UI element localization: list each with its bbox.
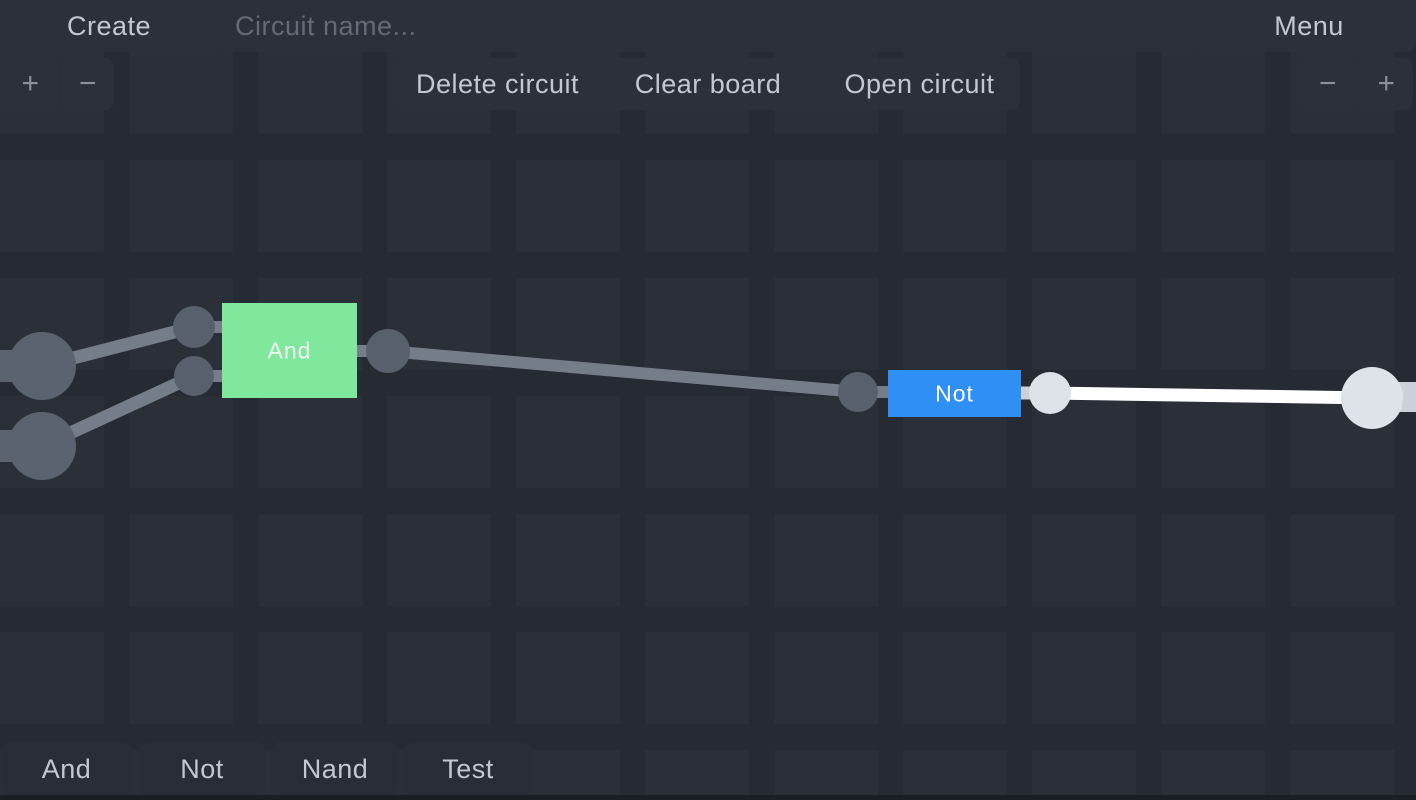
wire-not-out-to-output[interactable] [1049, 386, 1373, 405]
output-node[interactable] [1341, 367, 1403, 429]
open-circuit-button[interactable]: Open circuit [819, 58, 1020, 110]
and-gate-label: And [268, 338, 312, 364]
not-output-pin[interactable] [1029, 372, 1071, 414]
clear-board-button[interactable]: Clear board [604, 58, 812, 110]
not-gate-label: Not [935, 381, 974, 407]
and-gate[interactable] [222, 303, 357, 398]
palette-item-not[interactable]: Not [138, 742, 266, 796]
and-output-pin[interactable] [366, 329, 410, 373]
wire-and-out-to-not-in[interactable] [386, 345, 859, 398]
and-input-pin-2[interactable] [174, 356, 214, 396]
circuit-name-input[interactable] [225, 0, 1195, 52]
zoom-in-button-right[interactable]: + [1360, 58, 1413, 110]
zoom-in-button-left[interactable]: + [4, 58, 57, 110]
zoom-out-button-right[interactable]: − [1302, 58, 1354, 110]
delete-circuit-button[interactable]: Delete circuit [398, 58, 597, 110]
and-input-pin-1[interactable] [173, 306, 215, 348]
palette-item-and[interactable]: And [1, 742, 132, 796]
create-button[interactable]: Create [0, 0, 218, 52]
palette-item-test[interactable]: Test [404, 742, 532, 796]
not-input-pin[interactable] [838, 372, 878, 412]
input-node-b[interactable] [8, 412, 76, 480]
bottom-edge-strip [0, 795, 1416, 800]
not-gate[interactable] [888, 370, 1021, 417]
input-node-a[interactable] [8, 332, 76, 400]
palette-item-nand[interactable]: Nand [271, 742, 399, 796]
zoom-out-button-left[interactable]: − [62, 58, 114, 110]
menu-button[interactable]: Menu [1202, 0, 1416, 52]
